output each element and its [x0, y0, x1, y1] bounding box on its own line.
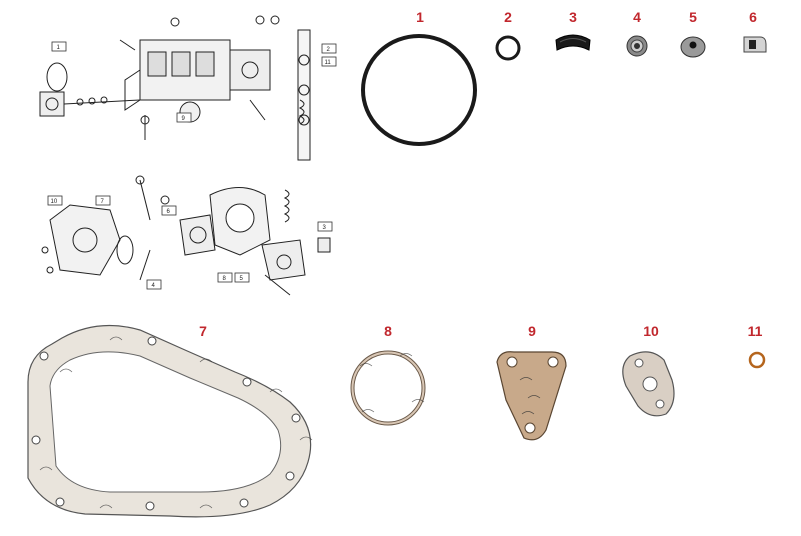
diagram-tag [47, 195, 63, 206]
gasket-bolt-hole [147, 336, 157, 346]
diagram-tag-label: 10 [51, 199, 58, 205]
diagram-tag [161, 205, 177, 216]
diagram-tag [321, 56, 337, 67]
diagram-tag-label: 2 [327, 47, 331, 53]
lower-pump-assembly [41, 175, 331, 296]
triangular-flange-gasket-icon [496, 351, 567, 441]
oval-flange-gasket-icon [622, 351, 675, 417]
diagram-tag-label: 7 [101, 199, 105, 205]
diagram-tag-label: 11 [325, 60, 332, 66]
o-ring-large-icon [361, 34, 477, 146]
diagram-tag-labels: 1 2 11 9 10 7 6 3 4 8 5 [51, 45, 332, 289]
diagram-tag [146, 279, 162, 290]
part-number: 5 [689, 9, 697, 25]
o-ring-small-icon [495, 35, 521, 61]
clip-icon [743, 36, 767, 53]
rubber-seal-segment-icon [555, 34, 591, 51]
gasket-bolt-hole [239, 498, 249, 508]
washer-icon [680, 36, 706, 58]
diagram-tag [234, 272, 250, 283]
diagram-tag-label: 8 [223, 276, 227, 282]
part-number: 8 [384, 323, 392, 339]
gasket-bolt-hole [655, 399, 665, 409]
diagram-tag-label: 4 [152, 283, 156, 289]
diagram-tag [217, 272, 233, 283]
part-number: 4 [633, 9, 641, 25]
diagram-tag [321, 43, 337, 54]
copper-washer-icon [748, 351, 766, 369]
part-number: 7 [199, 323, 207, 339]
diagram-tag-label: 3 [323, 225, 327, 231]
diagram-tag-group [47, 41, 337, 290]
gasket-bolt-hole [524, 422, 536, 434]
part-number: 9 [528, 323, 536, 339]
part-number-labels: 1 2 3 4 5 6 7 8 9 10 11 [199, 9, 763, 339]
bushing-icon [626, 35, 648, 57]
upper-pump-assembly [39, 15, 311, 161]
exploded-pump-drawing: 1 2 11 9 10 7 6 3 4 8 5 [39, 15, 337, 296]
part-number: 11 [748, 323, 763, 339]
diagram-tag [95, 195, 111, 206]
gasket-bolt-hole [242, 377, 252, 387]
gasket-bolt-hole [291, 413, 301, 423]
gasket-bolt-hole [547, 356, 559, 368]
gasket-bolt-hole [634, 358, 644, 368]
timing-cover-gasket-icon [27, 324, 313, 518]
gasket-bolt-hole [39, 351, 49, 361]
diagram-tag [176, 112, 192, 123]
diagram-tag-label: 5 [240, 276, 244, 282]
part-number: 3 [569, 9, 577, 25]
part-number: 1 [416, 9, 424, 25]
round-paper-gasket-icon [350, 350, 426, 426]
diagram-tag-label: 1 [57, 45, 61, 51]
gasket-bolt-hole [285, 471, 295, 481]
gasket-bolt-hole [31, 435, 41, 445]
gasket-bolt-hole [506, 356, 518, 368]
part-number: 10 [643, 323, 659, 339]
diagram-tag-label: 9 [182, 116, 186, 122]
part-number: 2 [504, 9, 512, 25]
gasket-bolt-hole [145, 501, 155, 511]
part-number: 6 [749, 9, 757, 25]
diagram-tag [51, 41, 67, 52]
diagram-tag [317, 221, 333, 232]
diagram-tag-label: 6 [167, 209, 171, 215]
gasket-bolt-hole [55, 497, 65, 507]
